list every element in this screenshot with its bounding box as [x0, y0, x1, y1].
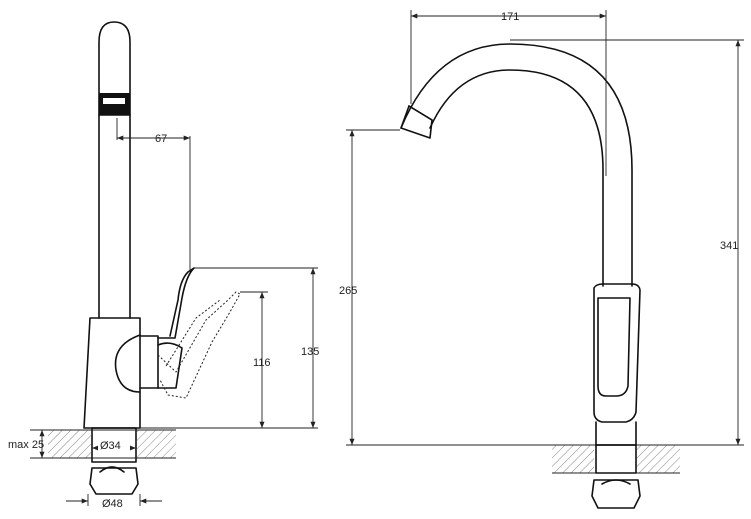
front-spout-inner	[429, 69, 604, 287]
dim-base-diameter: Ø48	[102, 498, 123, 510]
dim-spout-reach: 67	[155, 133, 167, 145]
front-spout-outer	[400, 43, 633, 287]
dim-spout-height: 265	[339, 285, 357, 297]
dim-handle-height: 116	[253, 357, 271, 369]
side-counter-right	[136, 430, 176, 458]
front-counter-left	[552, 445, 594, 473]
side-handle-raised-dotted	[157, 291, 241, 399]
side-lever-connector	[114, 334, 141, 393]
front-handle	[597, 297, 631, 397]
front-counter-right	[636, 445, 680, 473]
front-view: 171 265 341	[339, 10, 744, 509]
dim-body-height: 135	[301, 346, 319, 358]
dim-spout-length: 171	[501, 11, 519, 23]
side-view: 67 135 116 max 25 Ø34 Ø48	[8, 21, 319, 510]
front-mount-nut	[591, 479, 641, 509]
dim-max-thickness: max 25	[8, 439, 44, 451]
side-body	[83, 317, 141, 429]
side-counter-left	[48, 430, 92, 458]
side-handle	[157, 267, 195, 339]
dim-hole-diameter: Ø34	[100, 440, 121, 452]
side-spout-tube	[98, 21, 131, 319]
side-mount-nut	[89, 467, 139, 495]
front-body	[593, 283, 641, 423]
dim-total-height: 341	[720, 240, 738, 252]
front-mount-stem	[595, 444, 637, 474]
